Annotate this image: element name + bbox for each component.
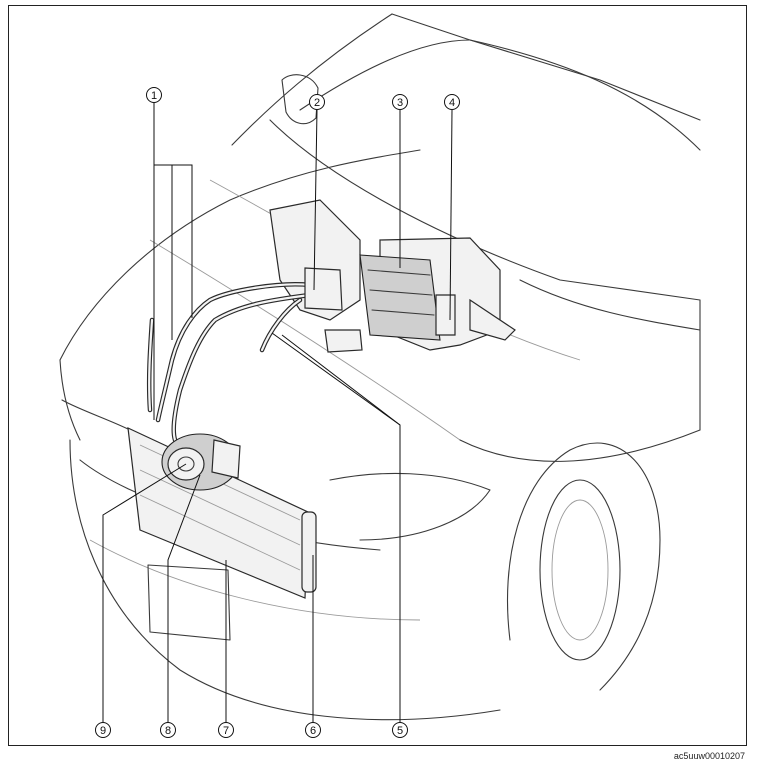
svg-text:3: 3 xyxy=(397,97,403,109)
svg-text:5: 5 xyxy=(397,725,403,737)
callout-1: 1 xyxy=(146,87,162,103)
callout-9: 9 xyxy=(95,722,111,738)
svg-text:8: 8 xyxy=(165,725,171,737)
callout-3: 3 xyxy=(392,94,408,110)
svg-text:7: 7 xyxy=(223,725,229,737)
svg-text:6: 6 xyxy=(310,725,316,737)
receiver-drier xyxy=(301,511,317,593)
image-reference-code: ac5uuw00010207 xyxy=(673,751,745,761)
refrigerant-lines xyxy=(146,267,343,443)
callout-7: 7 xyxy=(218,722,234,738)
vehicle-body-outline xyxy=(59,13,701,721)
svg-text:9: 9 xyxy=(100,725,106,737)
callout-5: 5 xyxy=(392,722,408,738)
callout-2: 2 xyxy=(309,94,325,110)
leader-lines xyxy=(102,103,453,722)
callout-6: 6 xyxy=(305,722,321,738)
expansion-valve xyxy=(435,294,456,336)
svg-text:4: 4 xyxy=(449,97,455,109)
ac-compressor xyxy=(161,433,241,491)
callout-8: 8 xyxy=(160,722,176,738)
svg-text:2: 2 xyxy=(314,97,320,109)
evaporator xyxy=(359,254,441,341)
callout-4: 4 xyxy=(444,94,460,110)
svg-text:1: 1 xyxy=(151,90,157,102)
